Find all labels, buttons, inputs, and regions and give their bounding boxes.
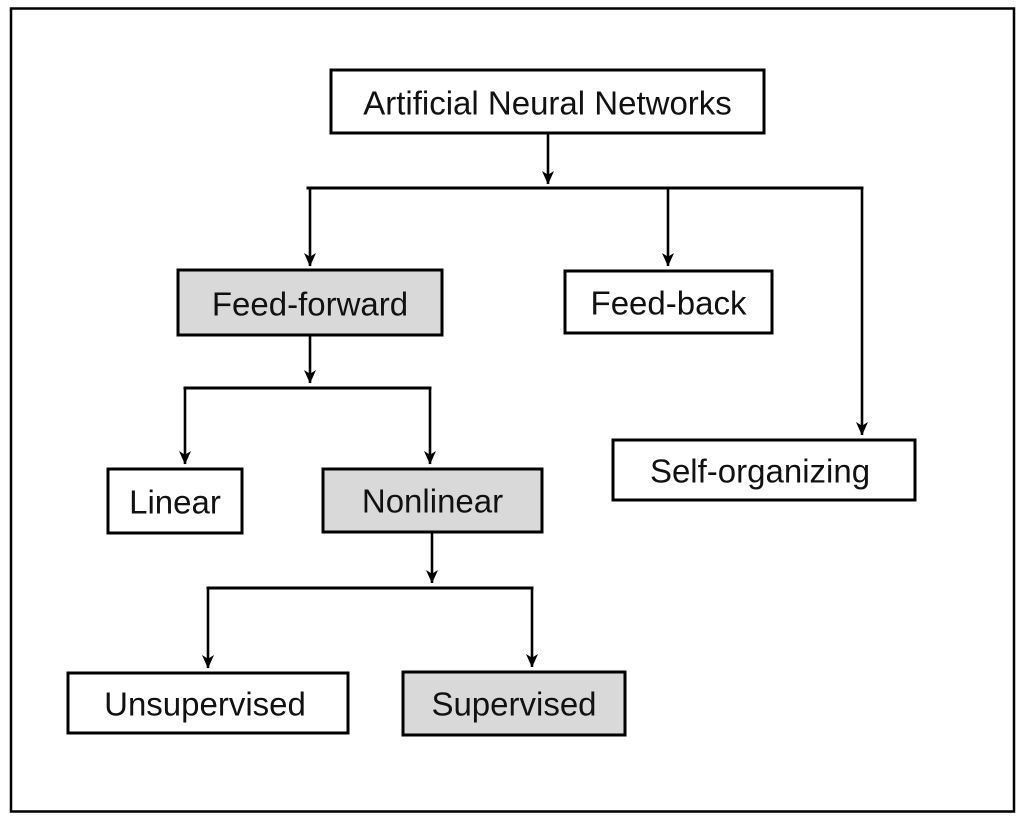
node-feed-back-label: Feed-back — [591, 285, 747, 322]
node-feed-back: Feed-back — [563, 269, 774, 335]
node-feed-back-box — [563, 269, 774, 335]
node-feed-forward: Feed-forward — [176, 268, 444, 337]
node-supervised-box — [401, 670, 627, 737]
node-artificial-neural-networks-label: Artificial Neural Networks — [363, 85, 732, 122]
node-self-organizing: Self-organizing — [611, 438, 917, 502]
outer-border — [9, 7, 1016, 813]
node-self-organizing-label: Self-organizing — [650, 453, 870, 490]
node-linear-label: Linear — [129, 484, 221, 521]
node-nonlinear: Nonlinear — [321, 467, 544, 534]
node-supervised-label: Supervised — [431, 686, 596, 723]
node-linear-box — [106, 467, 244, 535]
node-nonlinear-label: Nonlinear — [362, 483, 503, 520]
node-unsupervised: Unsupervised — [66, 671, 350, 735]
node-unsupervised-label: Unsupervised — [104, 686, 306, 723]
node-linear: Linear — [106, 467, 244, 535]
node-artificial-neural-networks-box — [329, 68, 766, 135]
edges — [179, 133, 868, 669]
nodes: Artificial Neural Networks Feed-forward … — [66, 68, 917, 737]
node-artificial-neural-networks: Artificial Neural Networks — [329, 68, 766, 135]
node-feed-forward-label: Feed-forward — [212, 286, 408, 323]
node-supervised: Supervised — [401, 670, 627, 737]
node-self-organizing-box — [611, 438, 917, 502]
node-unsupervised-box — [66, 671, 350, 735]
node-nonlinear-box — [321, 467, 544, 534]
node-feed-forward-box — [176, 268, 444, 337]
